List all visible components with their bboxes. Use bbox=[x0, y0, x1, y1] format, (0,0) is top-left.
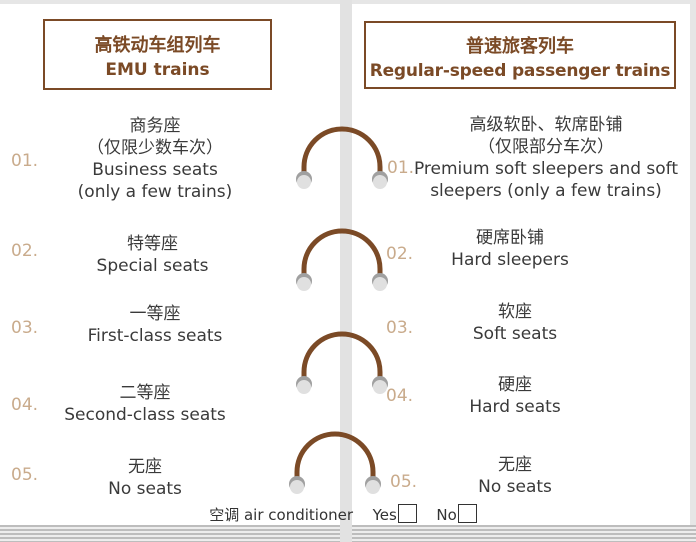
emu-trains-header: 高铁动车组列车 EMU trains bbox=[43, 19, 272, 90]
item-en: Business seats bbox=[92, 160, 218, 180]
left-item-second-class: 二等座 Second-class seats bbox=[45, 382, 245, 426]
item-en: Hard seats bbox=[469, 397, 561, 417]
header-en: Regular-speed passenger trains bbox=[369, 61, 671, 81]
item-zh-note: （仅限部分车次） bbox=[478, 137, 614, 157]
left-item-special: 特等座 Special seats bbox=[60, 233, 245, 277]
right-item-soft-seats: 软座 Soft seats bbox=[460, 301, 570, 345]
header-zh: 高铁动车组列车 bbox=[94, 35, 221, 56]
item-zh: 一等座 bbox=[129, 304, 181, 324]
right-item-soft-sleepers: 高级软卧、软席卧铺 （仅限部分车次） Premium soft sleepers… bbox=[410, 114, 682, 202]
left-item-first-class: 一等座 First-class seats bbox=[55, 303, 255, 347]
item-en-note: sleepers (only a few trains) bbox=[430, 181, 662, 201]
right-item-hard-seats: 硬座 Hard seats bbox=[455, 374, 575, 418]
item-number: 02. bbox=[386, 244, 414, 264]
item-number: 04. bbox=[386, 386, 414, 406]
ac-no-checkbox[interactable] bbox=[457, 504, 477, 523]
left-item-no-seats: 无座 No seats bbox=[60, 456, 230, 500]
header-en: EMU trains bbox=[105, 60, 210, 80]
item-en: Soft seats bbox=[472, 324, 558, 344]
item-zh: 硬座 bbox=[498, 375, 532, 395]
item-number: 05. bbox=[11, 465, 39, 485]
spine-gap bbox=[340, 520, 352, 542]
item-zh-note: （仅限少数车次） bbox=[87, 138, 223, 158]
item-number: 01. bbox=[387, 158, 415, 178]
air-conditioner-row: 空调 air conditioner Yes No bbox=[0, 504, 696, 525]
item-zh: 无座 bbox=[128, 457, 162, 477]
left-page bbox=[0, 4, 340, 542]
right-page bbox=[352, 4, 690, 542]
item-zh: 硬席卧铺 bbox=[476, 228, 544, 248]
item-zh: 软座 bbox=[498, 302, 532, 322]
binder-ring-icon bbox=[296, 228, 388, 291]
item-zh: 高级软卧、软席卧铺 bbox=[469, 115, 623, 135]
item-en: No seats bbox=[478, 477, 552, 497]
header-zh: 普速旅客列车 bbox=[466, 36, 574, 57]
item-en: Special seats bbox=[96, 256, 209, 276]
item-en: Second-class seats bbox=[64, 405, 226, 425]
right-item-no-seats: 无座 No seats bbox=[460, 454, 570, 498]
right-item-hard-sleepers: 硬席卧铺 Hard sleepers bbox=[440, 227, 580, 271]
item-en: No seats bbox=[108, 479, 182, 499]
regular-trains-header: 普速旅客列车 Regular-speed passenger trains bbox=[364, 21, 676, 89]
item-number: 03. bbox=[386, 318, 414, 338]
item-en: Hard sleepers bbox=[451, 250, 569, 270]
ac-no-label: No bbox=[436, 506, 457, 524]
ac-yes-label: Yes bbox=[372, 506, 397, 524]
item-number: 04. bbox=[11, 395, 39, 415]
item-number: 01. bbox=[11, 151, 39, 171]
item-number: 02. bbox=[11, 241, 39, 261]
item-en-note: (only a few trains) bbox=[77, 182, 233, 202]
item-number: 05. bbox=[390, 472, 418, 492]
binder-ring-icon bbox=[289, 431, 381, 494]
left-item-business: 商务座 （仅限少数车次） Business seats (only a few … bbox=[60, 115, 250, 203]
item-zh: 二等座 bbox=[119, 383, 171, 403]
item-zh: 无座 bbox=[498, 455, 532, 475]
item-en: Premium soft sleepers and soft bbox=[413, 159, 679, 179]
ac-yes-checkbox[interactable] bbox=[397, 504, 417, 523]
binder-ring-icon bbox=[296, 126, 388, 189]
item-zh: 商务座 bbox=[129, 116, 181, 136]
book-spine bbox=[340, 0, 352, 542]
binder-ring-icon bbox=[296, 331, 388, 394]
item-number: 03. bbox=[11, 318, 39, 338]
ac-label: 空调 air conditioner bbox=[209, 506, 354, 524]
item-en: First-class seats bbox=[87, 326, 223, 346]
item-zh: 特等座 bbox=[127, 234, 178, 254]
